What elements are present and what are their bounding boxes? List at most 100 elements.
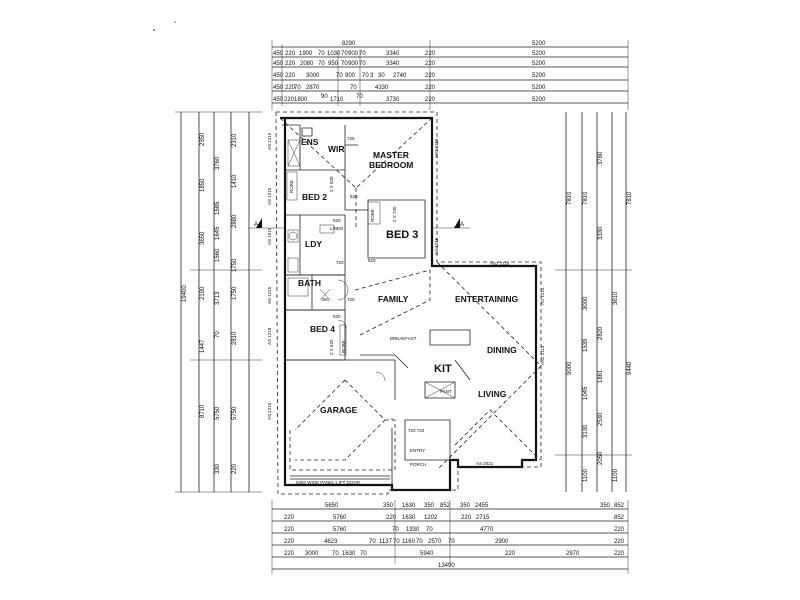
dim: 2715 xyxy=(476,515,490,521)
label-door: 820 xyxy=(368,258,376,263)
dim: 2740 xyxy=(393,73,407,79)
dim: 220 xyxy=(284,539,295,545)
label-robe-bed3: 2 X 720 xyxy=(392,206,397,222)
dim: 350 xyxy=(383,503,394,509)
dim: 900 xyxy=(348,61,359,67)
dim: 220 xyxy=(284,97,295,103)
dim: 70 xyxy=(416,539,423,545)
label-window: AS 1515 xyxy=(267,227,272,245)
dim: 2870 xyxy=(306,85,320,91)
room-linen: LINEN xyxy=(330,226,343,231)
dim: 5940 xyxy=(420,551,434,557)
label-window: AS3 3116 xyxy=(434,138,439,158)
room-bed3: BED 3 xyxy=(386,229,418,241)
room-bed2: BED 2 xyxy=(302,192,327,202)
dim: 220 xyxy=(425,85,436,91)
label-door: 720 xyxy=(336,260,344,265)
dim: 70 xyxy=(448,539,455,545)
dim: 3610 xyxy=(613,291,619,305)
dim: 3340 xyxy=(386,51,400,57)
speck xyxy=(174,21,176,23)
room-ldy: LDY xyxy=(305,239,322,249)
dim: 5200 xyxy=(532,61,546,67)
dim: 220 xyxy=(425,97,436,103)
dim: 220 xyxy=(425,61,436,67)
dim: 900 xyxy=(345,73,356,79)
dim-left-overall: 19400 xyxy=(182,285,188,302)
dim: 220 xyxy=(386,515,397,521)
room-wc: WC xyxy=(322,297,330,302)
dim: 4623 xyxy=(324,539,338,545)
label-door: 820 xyxy=(350,194,358,199)
dim: 852 xyxy=(440,503,451,509)
dim: 1100 xyxy=(583,468,589,482)
dim: 9440 xyxy=(627,361,633,375)
dim: 2570 xyxy=(428,539,442,545)
dim: 3760 xyxy=(215,156,221,170)
label-door: 720 xyxy=(347,297,355,302)
dim: 1630 xyxy=(402,503,416,509)
label-robe-bed4: 2 X 620 xyxy=(329,339,334,355)
dim: 1560 xyxy=(215,248,221,262)
right-dimensions: 7810 7810 7810 9000 9440 3780 3330 3000 … xyxy=(555,112,633,492)
room-labels: ENS WIR MASTER BEDROOM BED 2 BED 3 LDY L… xyxy=(289,137,519,467)
label-window: AS 1218 xyxy=(267,327,272,345)
label-window: AS 1215 xyxy=(434,237,439,255)
dim: 70 xyxy=(215,331,221,338)
dim: 1030 xyxy=(327,51,341,57)
dim: 5760 xyxy=(333,515,347,521)
dim: 1410 xyxy=(232,174,238,188)
dim: 2455 xyxy=(475,503,489,509)
room-entry: ENTRY xyxy=(410,448,425,453)
dim: 220 xyxy=(505,551,516,557)
label-door: 820 xyxy=(333,314,341,319)
label-window: AS 1215 xyxy=(267,132,272,150)
room-family: FAMILY xyxy=(378,294,409,304)
dim: 3780 xyxy=(598,151,604,165)
dim: 1630 xyxy=(402,515,416,521)
section-a-left: A xyxy=(254,222,258,228)
dim: 3340 xyxy=(386,61,400,67)
dim: 70 xyxy=(350,85,357,91)
top-dimensions: 8290 5200 450 220 1900 70 1030 70 900 70… xyxy=(271,40,629,110)
dim: 2080 xyxy=(300,61,314,67)
dim: 70 xyxy=(336,73,343,79)
dim: 350 xyxy=(600,503,611,509)
dim: 220 xyxy=(614,527,625,533)
dim: 450 xyxy=(273,73,284,79)
dim: 5200 xyxy=(532,85,546,91)
dim: 4330 xyxy=(375,85,389,91)
label-window: AS 2021 xyxy=(476,461,494,466)
dim: 3000 xyxy=(583,296,589,310)
dim: 2810 xyxy=(232,331,238,345)
label-window: AS 1215 xyxy=(540,287,545,305)
label-door: 720 xyxy=(347,136,355,141)
dim: 350 xyxy=(460,503,471,509)
dim: 1930 xyxy=(406,527,420,533)
dim: 70 xyxy=(360,551,367,557)
dim: 5200 xyxy=(532,97,546,103)
building-walls xyxy=(280,116,538,492)
label-window: AS 1215 xyxy=(267,286,272,304)
dim: 5200 xyxy=(532,73,546,79)
dim: 2350 xyxy=(200,132,206,146)
dim: 70 xyxy=(393,539,400,545)
dim: 2900 xyxy=(495,539,509,545)
dim: 1137 xyxy=(379,539,393,545)
dim: 900 xyxy=(348,51,359,57)
dim: 220 xyxy=(461,515,472,521)
section-a-right: A xyxy=(460,222,464,228)
room-garage: GARAGE xyxy=(320,405,358,415)
label-window: AS 1215 xyxy=(267,187,272,205)
room-robe-bed3: ROBE xyxy=(370,209,375,222)
dim: 350 xyxy=(424,503,435,509)
dim: 220 xyxy=(284,527,295,533)
dim: 1447 xyxy=(200,339,206,353)
dim: 70 xyxy=(318,61,325,67)
room-master: MASTER xyxy=(373,150,409,160)
dim: 7810 xyxy=(583,191,589,205)
dim: 5750 xyxy=(215,406,221,420)
dim: 3650 xyxy=(200,231,206,245)
dim: 220 xyxy=(285,51,296,57)
